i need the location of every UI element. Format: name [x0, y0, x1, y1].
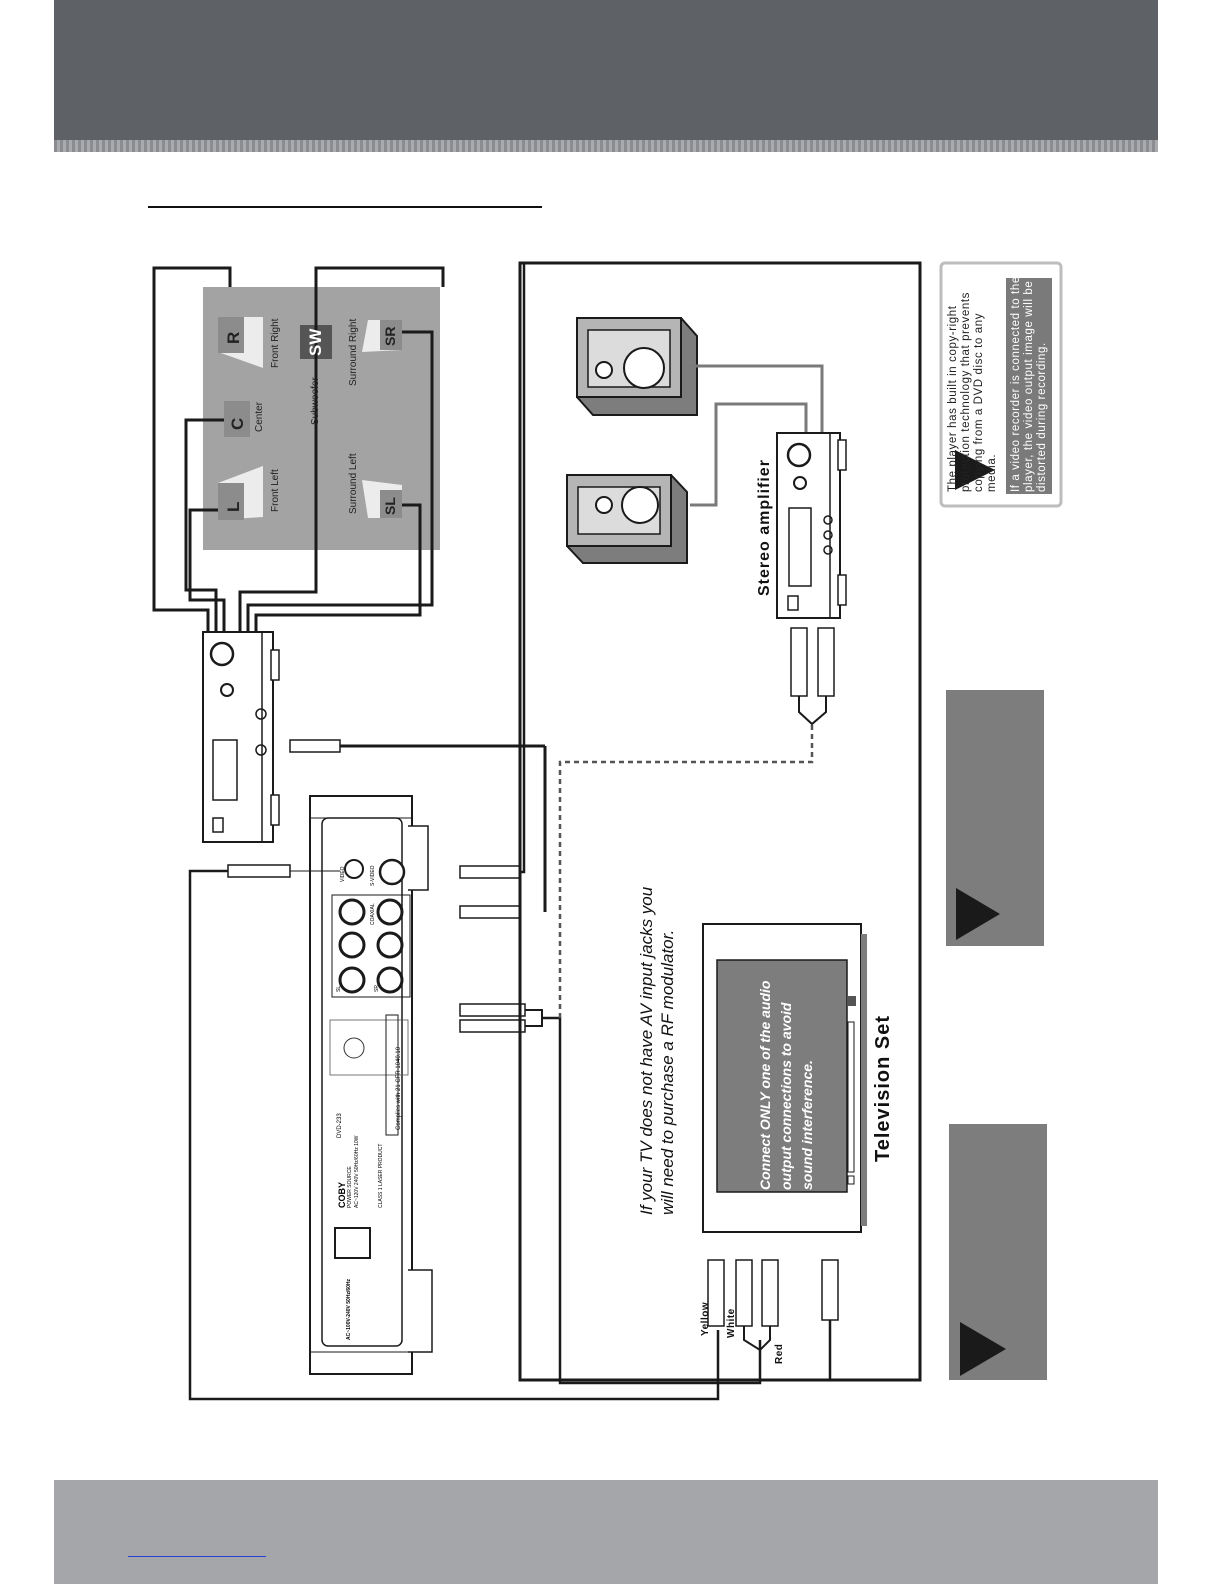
tv-av-plugs — [707, 1259, 839, 1352]
stereo-connection-frame — [518, 261, 922, 1382]
av-receiver — [202, 631, 280, 843]
note-box-1 — [946, 690, 1044, 946]
front-right-letter: R — [224, 331, 243, 344]
jack-label-sl: SL — [336, 985, 342, 992]
stereo-amplifier-label: Stereo amplifier — [756, 459, 773, 596]
jack-label-svideo: S-VIDEO — [370, 865, 376, 886]
player-ac-label: AC~100V-240V 50Hz/60Hz — [346, 1278, 352, 1340]
stereo-amplifier — [776, 432, 847, 619]
tv-screen-note: Connect ONLY one of the audio output con… — [757, 980, 815, 1190]
copy-protection-warning — [939, 261, 1063, 508]
jack-label-sr: SR — [374, 985, 380, 992]
player-power-spec: AC~120V 240V 50Hz/60Hz 10W — [354, 1135, 360, 1208]
center-label: Center — [254, 401, 265, 432]
front-left-letter: L — [224, 501, 243, 512]
footer-link-underline[interactable] — [128, 1556, 266, 1557]
dvd-player-rear-panel — [309, 795, 433, 1375]
player-power-label: POWER SOURCE — [347, 1166, 353, 1208]
player-model: DVD-233 — [337, 1113, 343, 1138]
subwoofer-letter: SW — [306, 328, 325, 356]
speaker-front-left-icon — [218, 466, 263, 520]
cable-label-white: White — [726, 1308, 737, 1338]
copy-warning-text-1: The player has built in copy-right prote… — [947, 291, 998, 492]
television-set — [702, 923, 867, 1233]
cable-label-red: Red — [774, 1343, 785, 1364]
speaker-front-right-icon — [218, 317, 263, 368]
speaker-surround-left-icon — [362, 480, 402, 518]
surround-left-label: Surround Left — [348, 453, 359, 514]
note-box-2 — [949, 1124, 1047, 1380]
subwoofer-label: Subwoofer — [310, 377, 321, 425]
copy-warning-text-2: If a video recorder is connected to the … — [1010, 276, 1048, 492]
surround-left-letter: SL — [382, 497, 398, 515]
stereo-speaker-top — [576, 317, 698, 416]
jack-label-coaxial: COAXIAL — [370, 903, 376, 925]
player-compliance: Complies with 21 CFR 1040.10 — [396, 1046, 402, 1130]
video-cable-plug — [188, 864, 720, 1401]
section-title-underline — [148, 206, 542, 208]
front-left-label: Front Left — [270, 469, 281, 512]
speaker-surround-right-icon — [362, 320, 402, 352]
surround-right-letter: SR — [382, 326, 398, 346]
speaker-center-icon — [224, 401, 250, 437]
player-laser-class: CLASS 1 LASER PRODUCT — [378, 1143, 384, 1208]
jack-label-video: VIDEO — [340, 866, 346, 882]
footer-band — [54, 1480, 1158, 1584]
header-fringe — [54, 140, 1158, 152]
player-brand: COBY — [337, 1181, 347, 1208]
front-right-label: Front Right — [270, 318, 281, 368]
coaxial-cable-plug — [289, 739, 547, 912]
rf-modulator-note: If your TV does not have AV input jacks … — [637, 886, 677, 1215]
cable-label-yellow: Yellow — [700, 1301, 711, 1336]
television-title: Television Set — [872, 1014, 894, 1162]
stereo-speaker-bottom — [566, 474, 688, 564]
header-band — [54, 0, 1158, 140]
surround-right-label: Surround Right — [348, 318, 359, 386]
stereo-amp-rca-plugs — [790, 627, 835, 726]
center-letter: C — [228, 417, 247, 430]
